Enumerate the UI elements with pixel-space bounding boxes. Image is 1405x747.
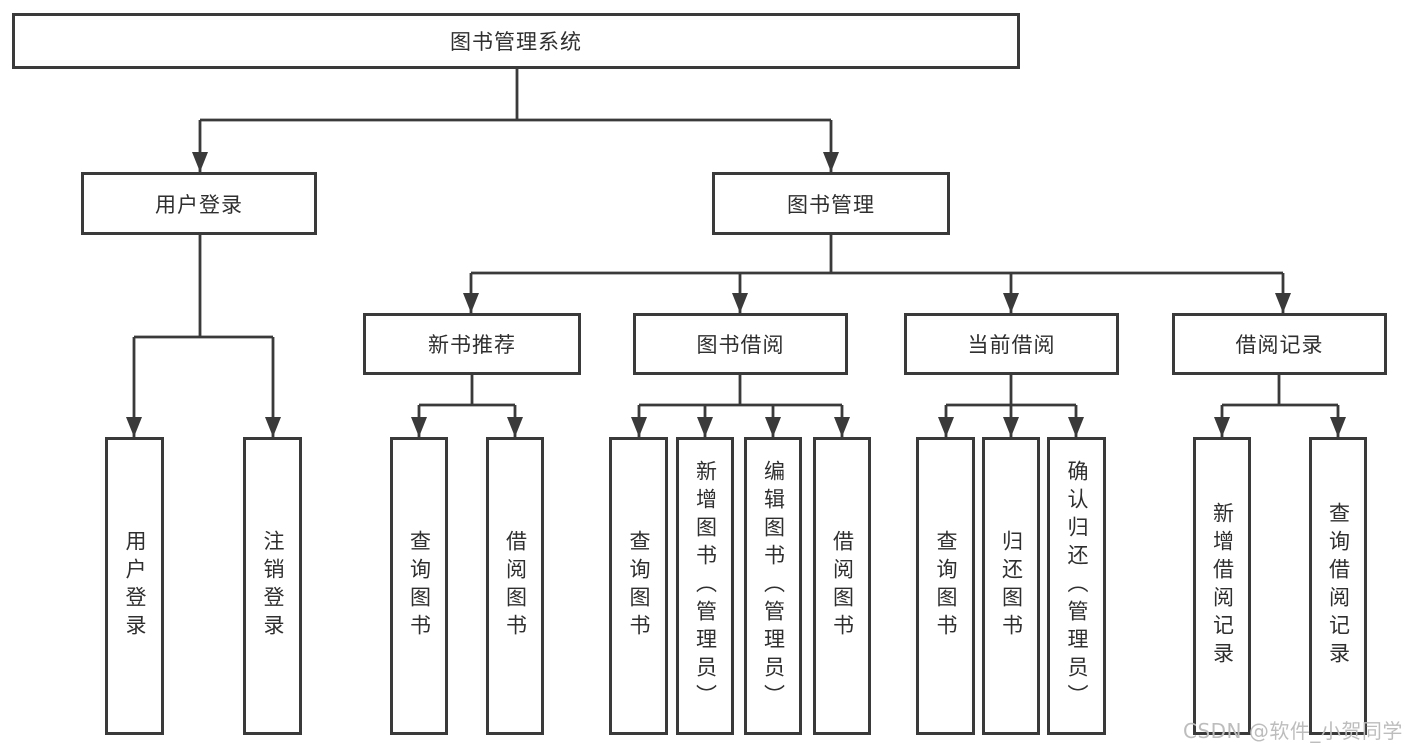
node-query-books-2: 查询图书	[609, 437, 668, 735]
node-query-books-3: 查询图书	[916, 437, 975, 735]
node-borrow-books-1: 借阅图书	[486, 437, 544, 735]
node-query-books-1: 查询图书	[390, 437, 448, 735]
node-add-borrow-record: 新增借阅记录	[1193, 437, 1251, 735]
node-edit-books-admin: 编辑图书（管理员）	[744, 437, 802, 735]
watermark-csdn: CSDN @软件_小贺同学	[1183, 719, 1403, 743]
node-query-borrow-record: 查询借阅记录	[1309, 437, 1367, 735]
node-book-management-system: 图书管理系统	[12, 13, 1020, 69]
connector-newbook-trunk	[419, 375, 515, 407]
node-user-login-group: 用户登录	[81, 172, 317, 235]
node-user-login: 用户登录	[105, 437, 164, 735]
connector-mgmt-trunk	[471, 235, 1283, 275]
node-borrowing-records: 借阅记录	[1172, 313, 1387, 375]
node-new-book-recommendation: 新书推荐	[363, 313, 581, 375]
node-book-borrowing: 图书借阅	[633, 313, 848, 375]
node-borrow-books-2: 借阅图书	[813, 437, 871, 735]
node-return-books: 归还图书	[982, 437, 1040, 735]
node-book-management: 图书管理	[712, 172, 950, 235]
node-confirm-return-admin: 确认归还（管理员）	[1047, 437, 1106, 735]
connector-records-trunk	[1222, 375, 1338, 407]
connector-borrowing-trunk	[639, 375, 842, 407]
connector-current-trunk	[946, 375, 1076, 407]
node-logout: 注销登录	[243, 437, 302, 735]
node-add-books-admin: 新增图书（管理员）	[676, 437, 734, 735]
connector-login-trunk	[134, 235, 273, 339]
node-current-borrowing: 当前借阅	[904, 313, 1119, 375]
connector-root-trunk	[200, 69, 831, 122]
